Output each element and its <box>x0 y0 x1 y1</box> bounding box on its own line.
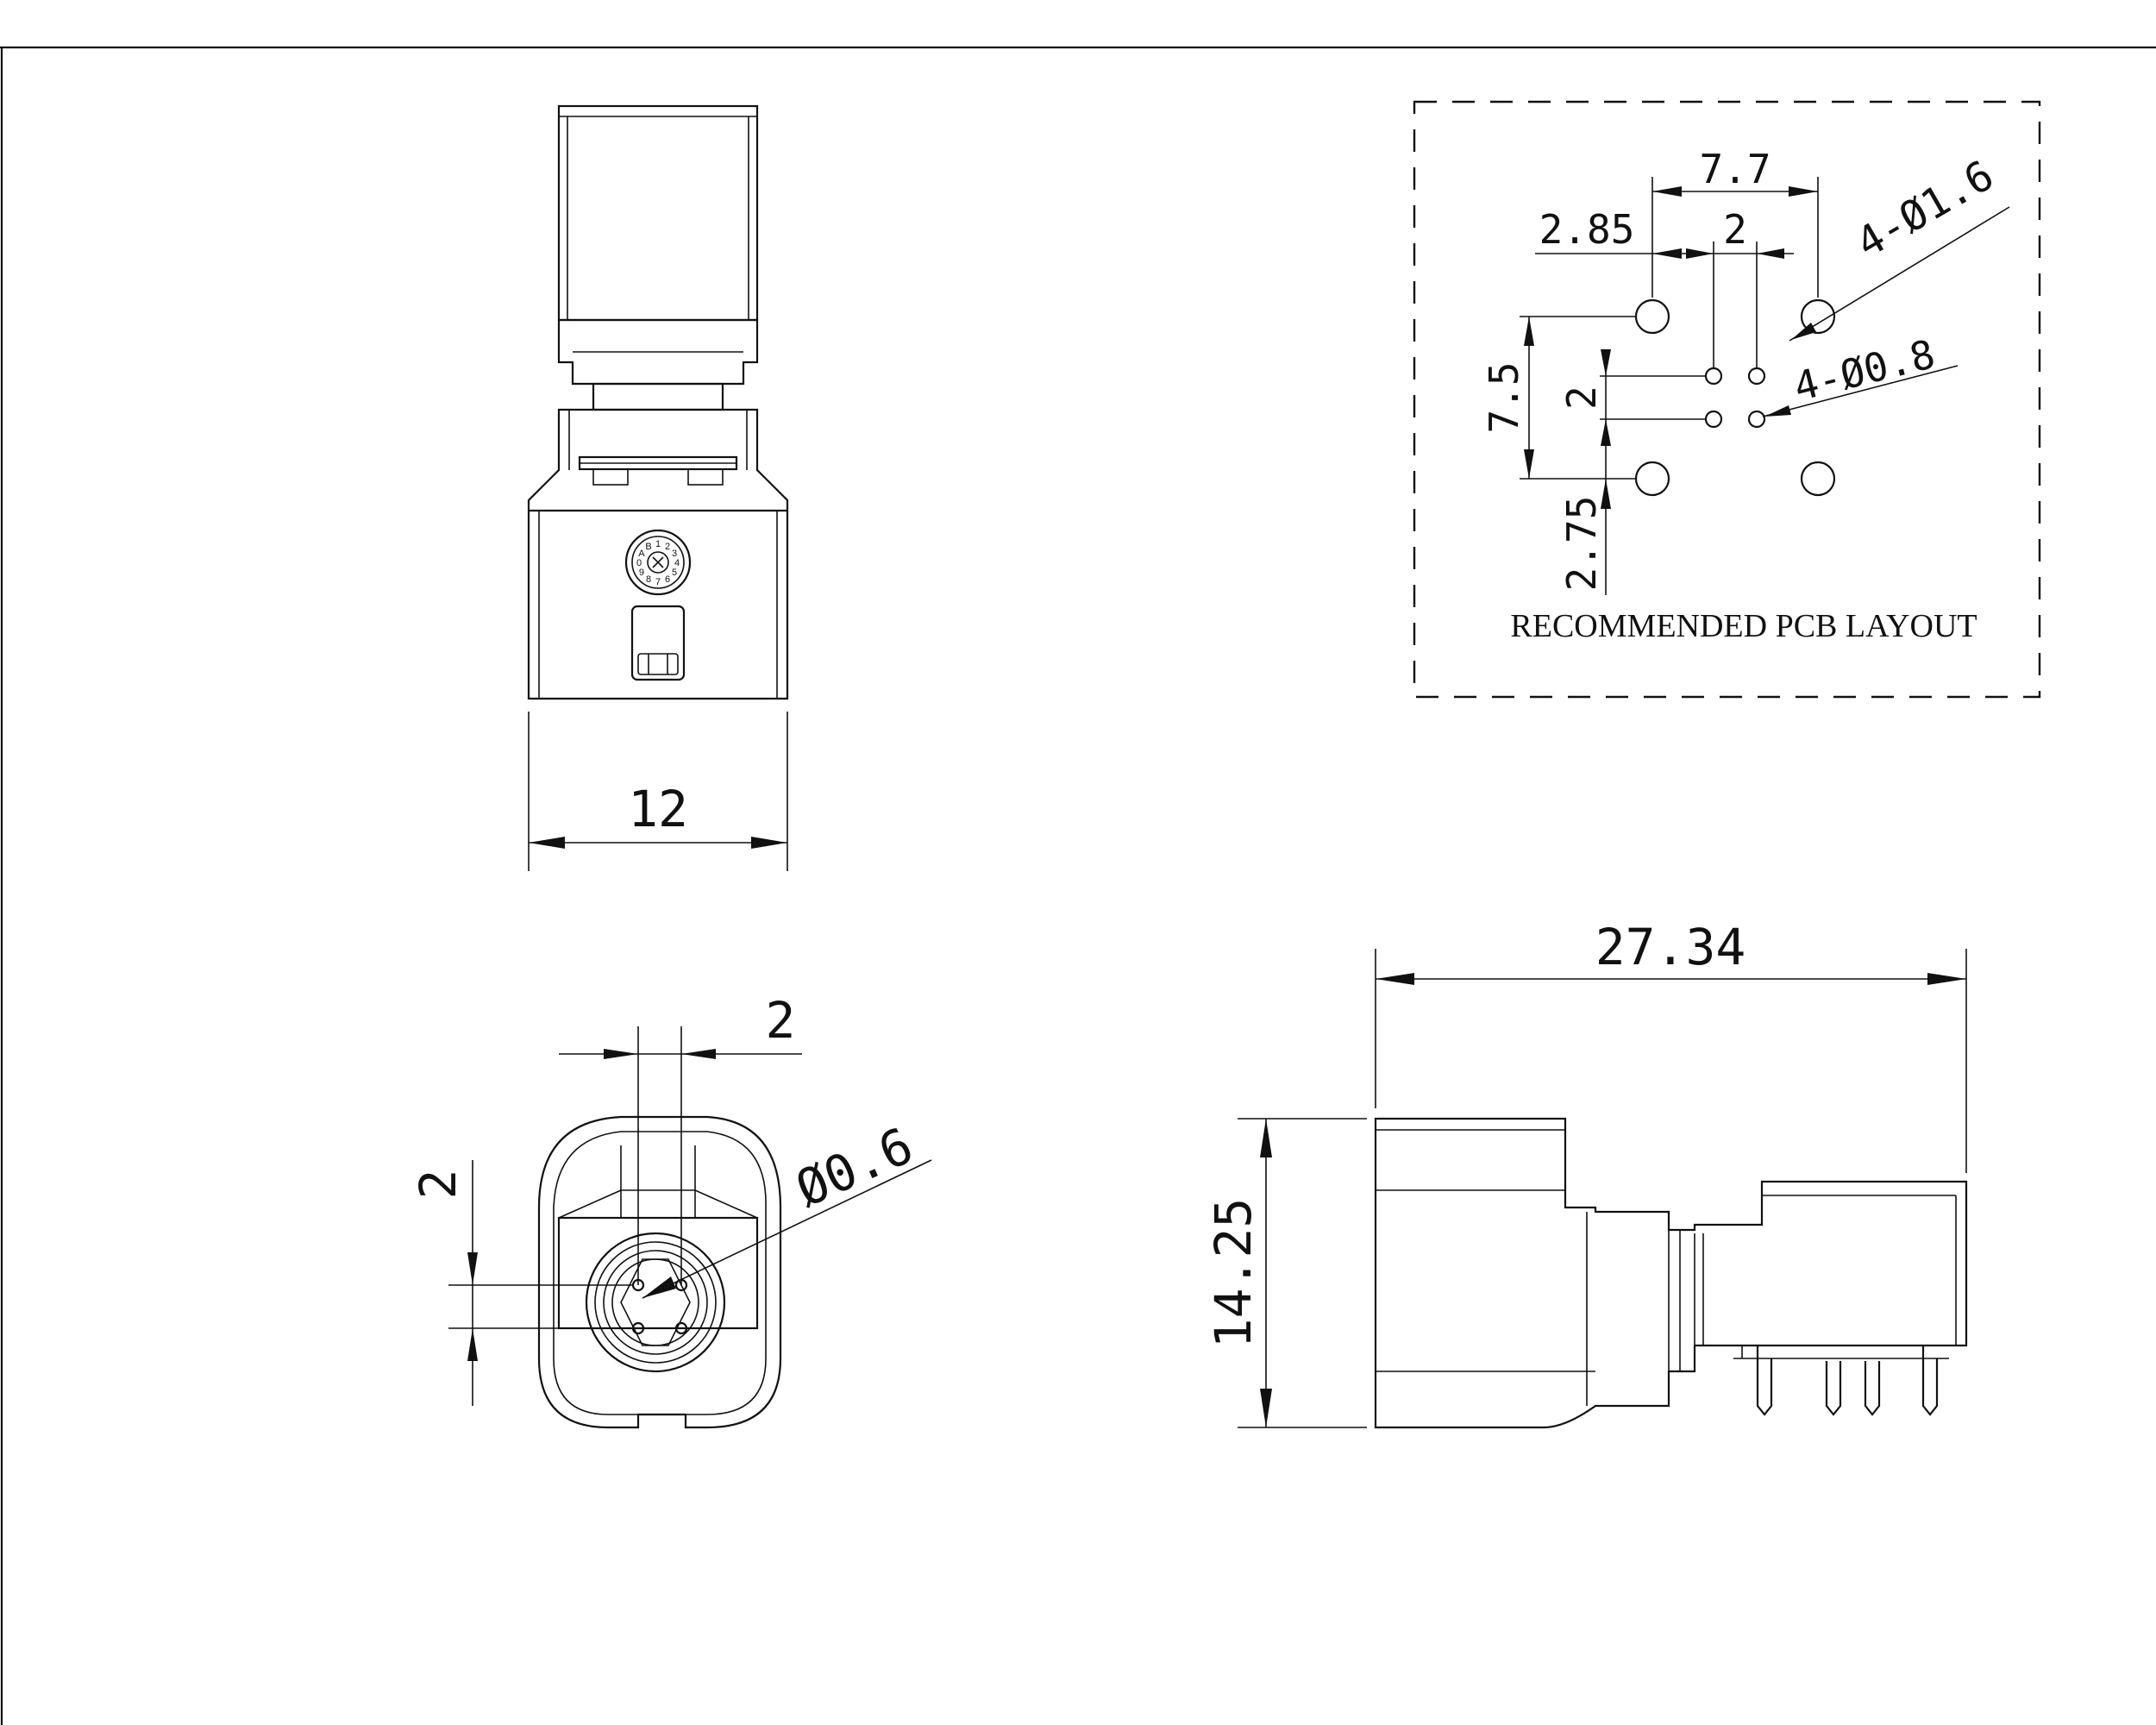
dim-label-2-75: 2.75 <box>1558 496 1605 592</box>
dial-digit: 5 <box>672 568 677 578</box>
pcb-hole-small-2 <box>1747 367 1766 386</box>
dim-label-large-holes: 4-Ø1.6 <box>1848 151 2002 267</box>
front-inner-body <box>557 1216 759 1330</box>
pcb-hole-large-3 <box>1634 461 1670 497</box>
dim-label-length: 27.34 <box>1595 918 1746 976</box>
pcb-layout-view: 7.7 2.85 2 4-Ø1.6 4-Ø0.8 7.5 2 2.75 <box>1413 100 2041 699</box>
dim-label-2-top: 2 <box>1723 206 1747 253</box>
dim-label-pin-pitch-h: 2 <box>766 991 796 1050</box>
dim-label-12: 12 <box>628 780 688 838</box>
dim-label-small-holes: 4-Ø0.8 <box>1789 330 1940 411</box>
pcb-hole-small-3 <box>1704 410 1723 429</box>
side-view: 27.34 14.25 <box>1204 918 1968 1429</box>
pcb-layout-title: RECOMMENDED PCB LAYOUT <box>1510 608 1977 644</box>
dial-digit: B <box>645 542 651 552</box>
side-pin-2 <box>1825 1361 1842 1416</box>
dial-digit: 8 <box>646 574 651 585</box>
dial-digit: 2 <box>665 542 670 552</box>
knob-shaft <box>557 104 759 322</box>
dial-digit: 3 <box>672 549 677 559</box>
housing <box>527 408 789 700</box>
side-pin-3 <box>1864 1361 1881 1416</box>
knob-collar <box>557 318 759 386</box>
side-housing-outline <box>1374 1117 1968 1429</box>
side-pin-4 <box>1921 1346 1939 1416</box>
dim-label-height: 14.25 <box>1204 1198 1263 1349</box>
pcb-hole-large-2 <box>1800 298 1836 335</box>
pcb-layout-frame <box>1413 100 2041 699</box>
dim-label-7-5: 7.5 <box>1481 361 1527 433</box>
rotary-dial <box>624 529 692 596</box>
dial-digit: 7 <box>655 577 661 587</box>
dim-label-2-85: 2.85 <box>1539 206 1635 253</box>
pcb-hole-large-4 <box>1800 461 1836 497</box>
pcb-hole-small-1 <box>1704 367 1723 386</box>
dial-digit: 0 <box>636 558 642 568</box>
dim-label-7-7: 7.7 <box>1699 146 1771 192</box>
dial-digit: 9 <box>639 568 644 578</box>
front-view: 2 2 Ø0.6 <box>409 991 932 1429</box>
dim-label-pin-pitch-v: 2 <box>409 1170 467 1200</box>
dial-digit: 1 <box>655 539 661 549</box>
dial-digit: A <box>638 549 645 559</box>
dim-label-pin-dia: Ø0.6 <box>787 1116 921 1219</box>
dim-label-2-side: 2 <box>1558 386 1605 410</box>
side-pin-1 <box>1756 1346 1773 1416</box>
dial-digit: 6 <box>665 574 670 585</box>
dial-digit: 4 <box>674 558 680 568</box>
front-housing-outline <box>537 1115 782 1429</box>
bushing <box>592 382 724 411</box>
viewing-window <box>630 605 686 681</box>
pin-4 <box>674 1321 688 1335</box>
pcb-hole-small-4 <box>1747 410 1766 429</box>
socket-outer <box>585 1232 726 1373</box>
pcb-hole-large-1 <box>1634 298 1670 335</box>
